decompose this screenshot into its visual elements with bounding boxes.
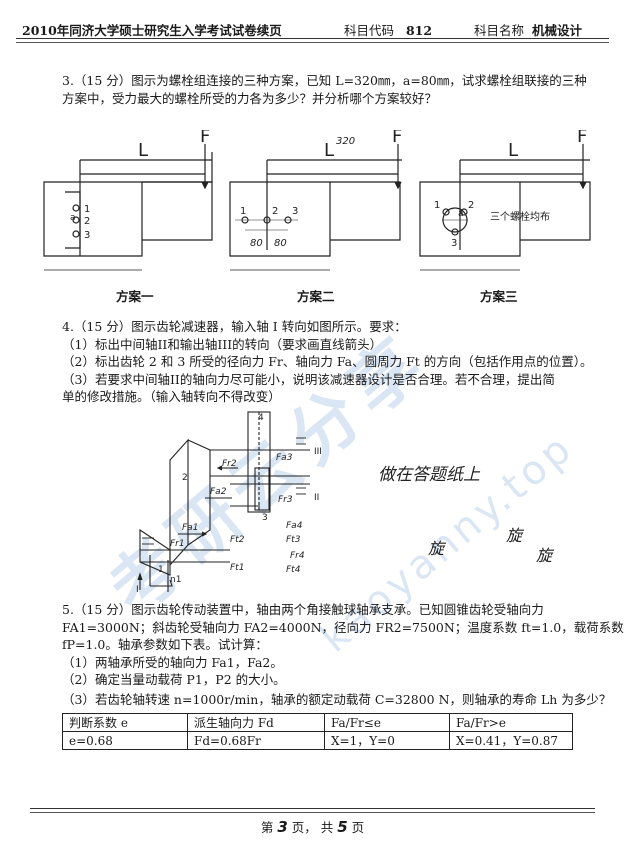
scheme-3-diagram	[419, 144, 591, 271]
label-F-1: F	[200, 130, 210, 147]
bolt-label-1: 1	[84, 204, 90, 215]
q5-line: （2）确定当量动载荷 P1，P2 的大小。	[62, 672, 286, 687]
q3-line: 方案中，受力最大的螺栓所受的力各为多少？并分析哪个方案较好？	[62, 90, 438, 106]
q4-line: （3）若要求中间轴II的轴向力尽可能小，说明该减速器设计是否合理。若不合理，提出…	[62, 371, 555, 387]
force-label: Fr4	[290, 551, 305, 561]
handwritten-word: 旋	[506, 526, 523, 545]
q3-line: 3.（15 分）图示为螺栓组连接的三种方案，已知 L=320㎜，a=80㎜，试求…	[62, 73, 587, 88]
q5-line: （3）若齿轮轴转速 n=1000r/min，轴承的额定动载荷 C=32800 N…	[62, 691, 612, 707]
caption-scheme-3: 方案三	[480, 289, 518, 304]
table-row: e=0.68 Fd=0.68Fr X=1，Y=0 X=0.41，Y=0.87	[62, 731, 573, 750]
question-3: 3.（15 分）图示为螺栓组连接的三种方案，已知 L=320㎜，a=80㎜，试求…	[62, 72, 587, 107]
force-label: Fa3	[276, 453, 293, 463]
scheme-2-diagram	[229, 144, 402, 271]
table-cell: X=1，Y=0	[324, 731, 450, 750]
page-header: 2010年同济大学硕士研究生入学考试试卷续页 科目代码 812 科目名称 机械设…	[22, 14, 603, 38]
total-pages: 5	[337, 818, 348, 836]
dim-80: 80	[274, 238, 287, 249]
q4-line: 4.（15 分）图示齿轮减速器，输入轴 I 转向如图所示。要求：	[62, 319, 407, 334]
q5-line: FA1=3000N；斜齿轮受轴向力 FA2=4000N，径向力 FR2=7500…	[62, 619, 624, 635]
a-label-1: a	[70, 213, 76, 223]
caption-scheme-1: 方案一	[116, 289, 154, 304]
scheme-1-diagram	[43, 144, 213, 271]
question-5: 5.（15 分）图示齿轮传动装置中，轴由两个角接触球轴承支承。已知圆锥齿轮受轴向…	[62, 601, 624, 708]
q5-line: （1）两轴承所受的轴向力 Fa1，Fa2。	[62, 654, 283, 670]
bolt-label-2: 2	[272, 206, 278, 217]
table-header-cell: Fa/Fr≤e	[324, 713, 450, 732]
input-speed-label: n1	[170, 575, 181, 585]
table-header-row: 判断系数 e 派生轴向力 Fd Fa/Fr≤e Fa/Fr>e	[62, 713, 573, 732]
table-cell: X=0.41，Y=0.87	[449, 731, 573, 750]
force-label: Fr1	[170, 539, 185, 549]
force-label: Ft4	[286, 565, 301, 575]
q5-line: fP=1.0。轴承参数如下表。试计算：	[62, 637, 268, 652]
q5-line: 5.（15 分）图示齿轮传动装置中，轴由两个角接触球轴承支承。已知圆锥齿轮受轴向…	[62, 602, 544, 617]
page-footer: 第 3 页， 共 5 页	[260, 818, 365, 836]
shaft-label-III: III	[314, 447, 322, 457]
bolt-label-3: 3	[84, 230, 90, 241]
force-label: Ft3	[286, 535, 301, 545]
subject-name: 科目名称 机械设计	[474, 23, 582, 38]
force-label: Fr2	[222, 459, 237, 469]
gear-label-2: 2	[182, 473, 188, 483]
dim-80: 80	[250, 238, 263, 249]
gear-label-1: 1	[158, 565, 164, 575]
gear-reducer-figure: 4 3 2 1 III II I n1 Fr2 Fa3 Fr3 Fa2 Ft2 …	[136, 411, 322, 595]
exam-title: 2010年同济大学硕士研究生入学考试试卷续页	[22, 23, 282, 38]
footer-rule-thin	[30, 812, 595, 813]
three-bolts-note: 三个螺栓均布	[490, 210, 550, 223]
force-label: Fa2	[210, 487, 227, 497]
handwritten-word: 旋	[536, 546, 553, 565]
label-L-3: L	[508, 140, 518, 161]
label-L-1: L	[138, 140, 148, 161]
bolt-label-3: 3	[451, 238, 457, 249]
bolt-group-figure: L F L 320 F L F 1 2 3 a 1 2 3 80 80 1 2 …	[43, 130, 591, 271]
caption-scheme-2: 方案二	[297, 289, 335, 304]
table-cell: e=0.68	[62, 731, 188, 750]
table-header-cell: 派生轴向力 Fd	[187, 713, 325, 732]
question-4: 4.（15 分）图示齿轮减速器，输入轴 I 转向如图所示。要求： （1）标出中间…	[62, 318, 593, 406]
table-cell: Fd=0.68Fr	[187, 731, 325, 750]
footer-rule	[30, 808, 595, 809]
bolt-label-3: 3	[292, 206, 298, 217]
q4-line: 单的修改措施。（输入轴转向不得改变）	[62, 389, 281, 404]
shaft-label-I: I	[136, 585, 139, 595]
bolt-label-2: 2	[468, 200, 474, 211]
page-number: 3	[277, 818, 288, 836]
table-header-cell: 判断系数 e	[62, 713, 188, 732]
label-L-2: L	[324, 140, 334, 161]
force-label: Fa1	[182, 523, 198, 533]
shaft-label-II: II	[314, 493, 319, 503]
label-F-2: F	[392, 130, 402, 147]
bolt-label-1: 1	[240, 206, 246, 217]
subject-code: 科目代码 812	[344, 23, 433, 38]
label-320: 320	[336, 136, 355, 147]
force-label: Ft2	[230, 535, 245, 545]
gear-label-4: 4	[258, 413, 264, 423]
label-F-3: F	[577, 130, 587, 147]
gear-label-3: 3	[262, 513, 268, 523]
a-label-3: a	[458, 209, 464, 219]
q4-line: （1）标出中间轴II和输出轴III的转向（要求画直线箭头）	[62, 336, 383, 352]
bolt-label-1: 1	[434, 200, 440, 211]
header-rule	[16, 38, 609, 39]
force-label: Ft1	[230, 563, 244, 573]
handwritten-note: 做在答题纸上	[378, 465, 480, 485]
force-label: Fr3	[278, 495, 293, 505]
table-header-cell: Fa/Fr>e	[449, 713, 573, 732]
bolt-label-2: 2	[84, 216, 90, 227]
header-rule-thin	[16, 42, 609, 43]
handwritten-word: 旋	[428, 539, 445, 558]
q4-line: （2）标出齿轮 2 和 3 所受的径向力 Fr、轴向力 Fa、圆周力 Ft 的方…	[62, 354, 593, 369]
force-label: Fa4	[286, 521, 303, 531]
bearing-parameter-table: 判断系数 e 派生轴向力 Fd Fa/Fr≤e Fa/Fr>e e=0.68 F…	[62, 713, 573, 750]
